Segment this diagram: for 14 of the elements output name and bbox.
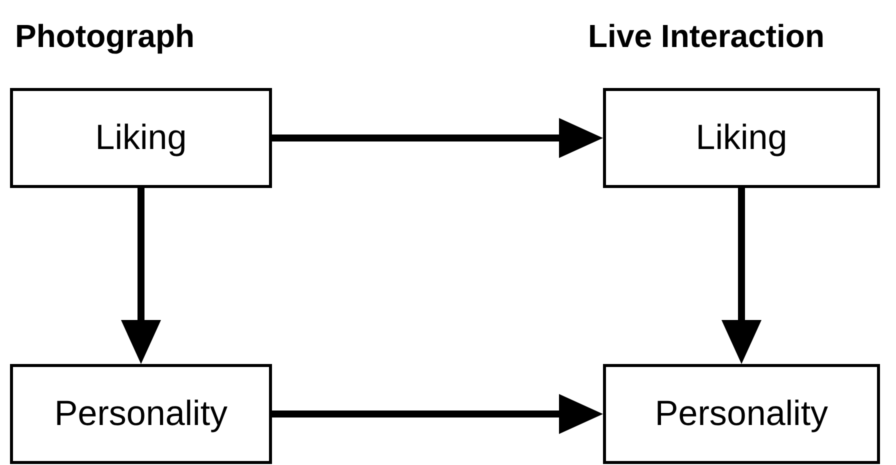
concept-box — [10, 364, 272, 464]
column-heading: Live Interaction — [588, 18, 824, 55]
arrow — [272, 394, 603, 434]
arrow — [121, 188, 161, 364]
box-label: Personality — [54, 394, 228, 434]
column-heading: Photograph — [15, 18, 195, 55]
box-label: Personality — [654, 394, 828, 434]
box-label: Liking — [95, 118, 187, 158]
arrow — [722, 188, 762, 364]
concept-box — [603, 88, 880, 188]
concept-box — [603, 364, 880, 464]
arrow — [272, 118, 603, 158]
concept-box — [10, 88, 272, 188]
box-label: Liking — [696, 118, 788, 158]
